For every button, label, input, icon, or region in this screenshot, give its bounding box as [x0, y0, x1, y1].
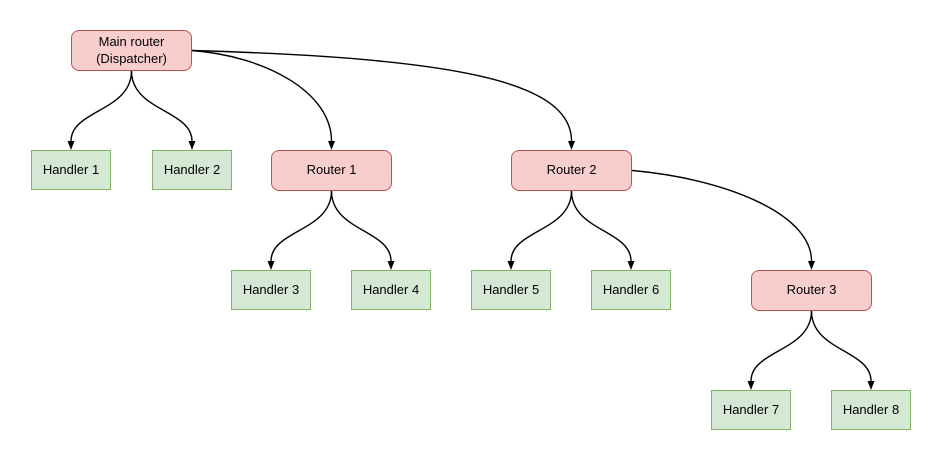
edge-router-2-to-handler-5 [507, 190, 573, 270]
node-label: Router 3 [786, 282, 837, 298]
node-label: Router 2 [546, 162, 597, 178]
edge-main-to-handler-2 [130, 70, 196, 150]
node-handler-7: Handler 7 [711, 390, 791, 430]
node-handler-1: Handler 1 [31, 150, 111, 190]
node-main-router: Main router (Dispatcher) [71, 30, 192, 71]
edge-main-to-router-1 [191, 49, 335, 150]
edge-router-2-to-router-3 [631, 169, 815, 270]
node-label: Router 1 [306, 162, 357, 178]
node-label: Handler 1 [42, 161, 100, 177]
node-router-3: Router 3 [751, 270, 872, 311]
node-label: Handler 8 [842, 401, 900, 417]
node-handler-4: Handler 4 [351, 270, 431, 310]
node-label: Handler 6 [602, 281, 660, 297]
node-handler-6: Handler 6 [591, 270, 671, 310]
node-label: Handler 2 [163, 161, 221, 177]
node-router-2: Router 2 [511, 150, 632, 191]
node-label: Handler 7 [722, 401, 780, 417]
edge-router-3-to-handler-8 [810, 310, 875, 390]
node-handler-8: Handler 8 [831, 390, 911, 430]
edge-router-2-to-handler-6 [570, 190, 635, 270]
node-router-1: Router 1 [271, 150, 392, 191]
node-label: Handler 5 [482, 281, 540, 297]
node-handler-3: Handler 3 [231, 270, 311, 310]
edge-router-1-to-handler-3 [267, 190, 333, 270]
edge-router-3-to-handler-7 [747, 310, 813, 390]
edge-main-to-handler-1 [67, 70, 133, 150]
node-label: Handler 3 [242, 281, 300, 297]
node-label: Main router (Dispatcher) [96, 34, 167, 66]
edge-router-1-to-handler-4 [330, 190, 395, 270]
edge-main-to-router-2 [191, 49, 575, 150]
node-handler-5: Handler 5 [471, 270, 551, 310]
node-handler-2: Handler 2 [152, 150, 232, 190]
node-label: Handler 4 [362, 281, 420, 297]
